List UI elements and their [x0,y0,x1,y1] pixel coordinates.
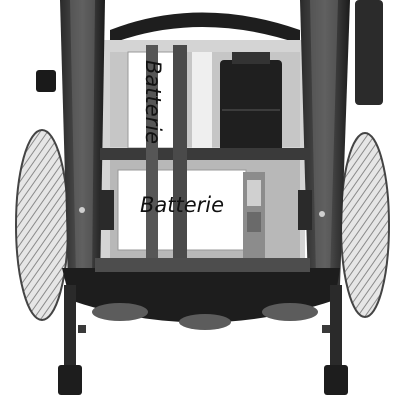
right-rear-wheel [341,133,389,317]
battery-lower-label: Batterie [140,193,224,217]
battery-upper-label: Batterie [141,60,165,144]
battery-strap-right [173,45,187,267]
top-crossbar [110,13,300,45]
base-tray [62,258,340,330]
mid-crossbar [100,148,310,160]
controller-box [220,52,282,155]
back-cushion-right [355,0,383,105]
left-rear-wheel [16,130,68,320]
battery-clamp [243,172,265,264]
